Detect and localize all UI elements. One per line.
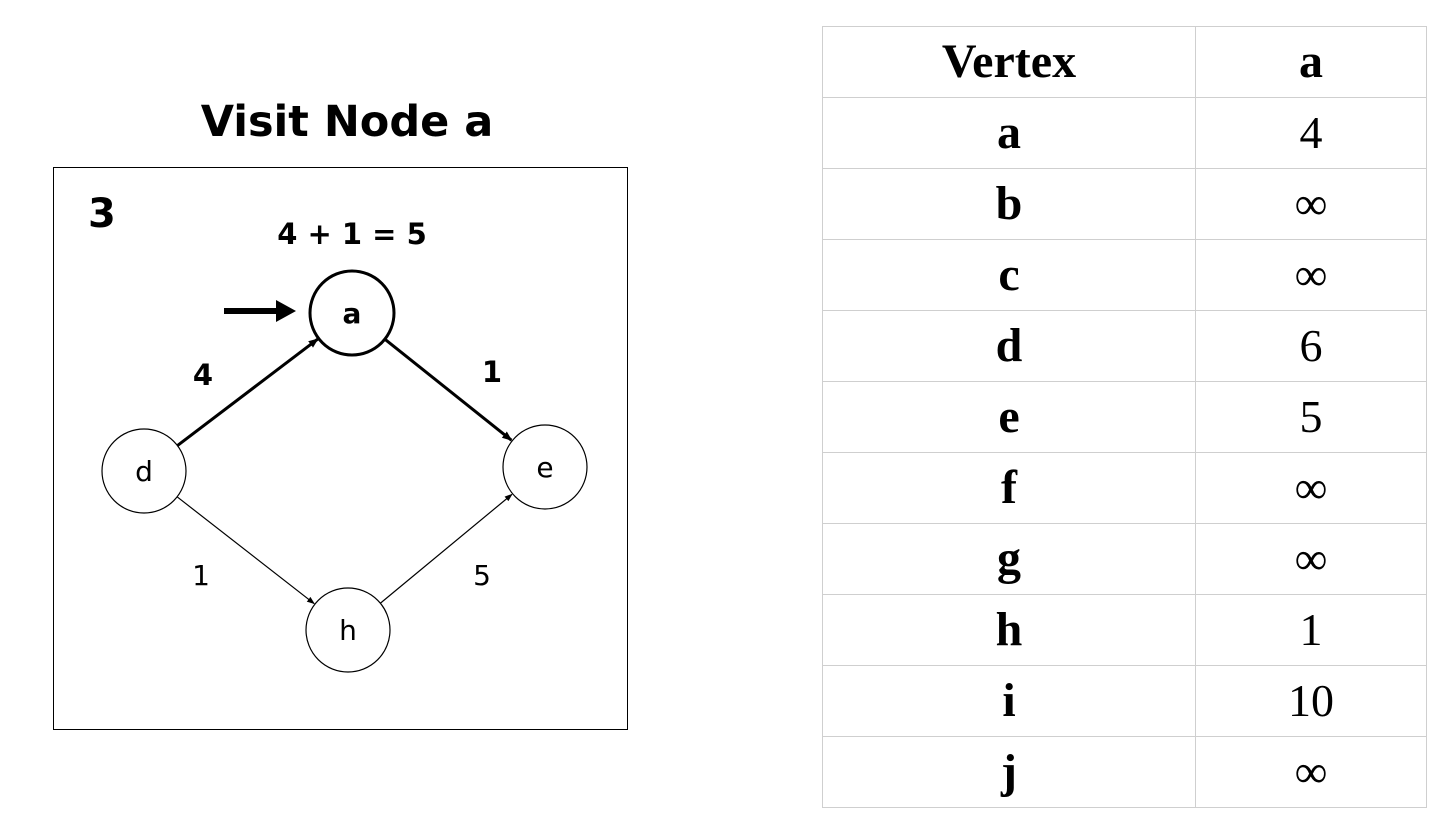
nodes-layer: a d e h (101, 269, 588, 673)
distance-cell: 5 (1195, 381, 1427, 453)
vertex-cell: b (822, 168, 1196, 240)
node-circle (502, 424, 588, 510)
node-a: a (308, 269, 396, 357)
distance-cell: 10 (1195, 665, 1427, 737)
node-h: h (305, 587, 391, 673)
table-row: j∞ (822, 736, 1427, 808)
vertex-cell: h (822, 594, 1196, 666)
header-vertex: Vertex (822, 26, 1196, 98)
edge-d-h (176, 496, 315, 605)
vertex-cell: g (822, 523, 1196, 595)
node-label: a (343, 297, 362, 330)
distance-cell: 4 (1195, 97, 1427, 169)
header-distance: a (1195, 26, 1427, 98)
edge-a-e (383, 338, 513, 442)
vertex-cell: j (822, 736, 1196, 808)
node-d: d (101, 428, 187, 514)
distance-cell: ∞ (1195, 736, 1427, 808)
table-row: c∞ (822, 239, 1427, 311)
vertex-cell: c (822, 239, 1196, 311)
vertex-cell: e (822, 381, 1196, 453)
node-label: h (339, 614, 357, 647)
vertex-cell: d (822, 310, 1196, 382)
edge-weight-h-e: 5 (473, 559, 491, 592)
page-title: Visit Node a (200, 97, 494, 147)
distance-cell: 6 (1195, 310, 1427, 382)
vertex-cell: a (822, 97, 1196, 169)
calculation-label: 4 + 1 = 5 (277, 217, 427, 251)
vertex-cell: f (822, 452, 1196, 524)
table-header-row: Vertex a (822, 26, 1427, 98)
distance-cell: ∞ (1195, 168, 1427, 240)
edges-layer: 4 1 1 5 (176, 337, 513, 605)
node-circle (305, 587, 391, 673)
graph-panel: 3 4 + 1 = 5 4 1 1 5 a d e h (53, 167, 628, 730)
node-label: d (135, 455, 153, 488)
node-circle (308, 269, 396, 357)
step-number: 3 (88, 191, 116, 237)
node-e: e (502, 424, 588, 510)
table-row: b∞ (822, 168, 1427, 240)
edge-h-e (379, 493, 513, 604)
graph-diagram: 3 4 + 1 = 5 4 1 1 5 a d e h (88, 191, 588, 673)
edge-weight-a-e: 1 (482, 355, 502, 389)
node-label: e (536, 451, 553, 484)
distance-cell: ∞ (1195, 239, 1427, 311)
edge-weight-d-a: 4 (193, 358, 213, 392)
edge-weight-d-h: 1 (192, 559, 210, 592)
node-circle (101, 428, 187, 514)
distance-cell: ∞ (1195, 452, 1427, 524)
table-row: g∞ (822, 523, 1427, 595)
edge-d-a (176, 337, 319, 447)
current-node-arrow-icon (224, 300, 296, 322)
distance-cell: ∞ (1195, 523, 1427, 595)
distance-cell: 1 (1195, 594, 1427, 666)
table-row: f∞ (822, 452, 1427, 524)
vertex-cell: i (822, 665, 1196, 737)
